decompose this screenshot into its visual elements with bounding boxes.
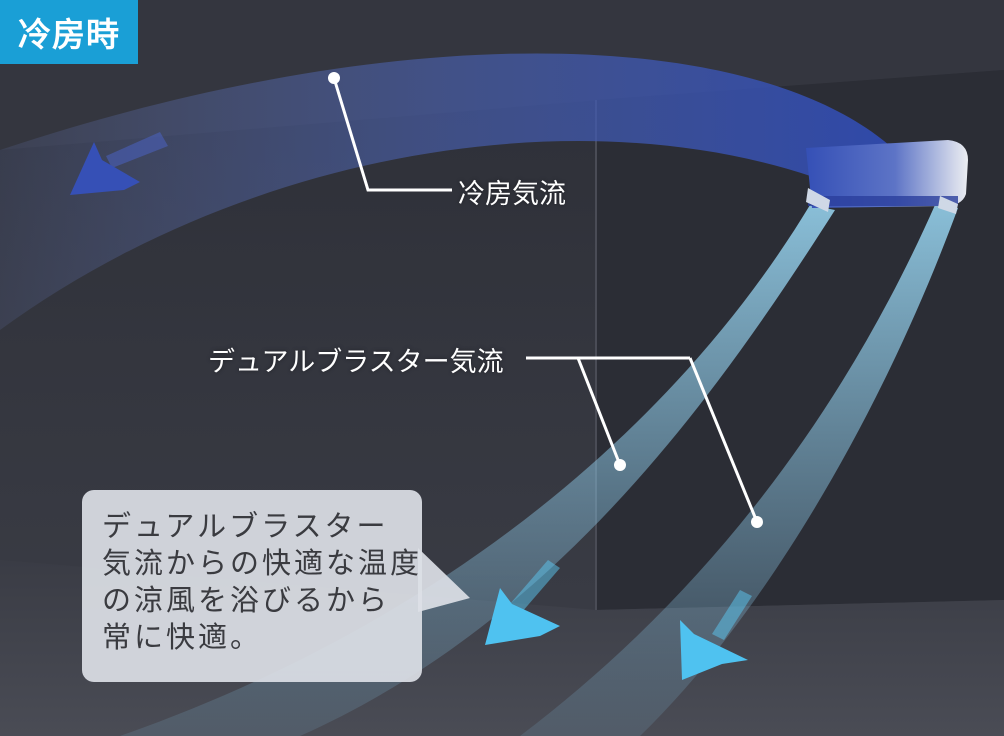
callout-line: 常に快適。 xyxy=(102,620,263,654)
cooling-arrow-icon xyxy=(70,132,168,195)
dual-leader xyxy=(526,356,763,528)
dual-arrow-icon-right xyxy=(680,590,752,680)
cooling-leader xyxy=(328,72,452,192)
dual-airflow-band-left xyxy=(120,205,835,736)
air-conditioner-icon xyxy=(806,140,968,214)
callout-pointer xyxy=(418,548,470,612)
callout-line: デュアルブラスター xyxy=(102,509,389,543)
callout-box: デュアルブラスター 気流からの快適な温度 の涼風を浴びるから 常に快適。 xyxy=(82,490,422,682)
mode-badge: 冷房時 xyxy=(0,0,138,64)
callout-line: の涼風を浴びるから xyxy=(102,583,391,617)
cooling-airflow-band xyxy=(0,53,905,330)
dual-blaster-airflow-label: デュアルブラスター気流 xyxy=(208,347,504,378)
dual-airflow-band-right xyxy=(520,205,958,736)
cooling-airflow-label: 冷房気流 xyxy=(458,179,566,210)
callout-line: 気流からの快適な温度 xyxy=(102,546,423,580)
dual-arrow-icon-left xyxy=(485,560,560,645)
